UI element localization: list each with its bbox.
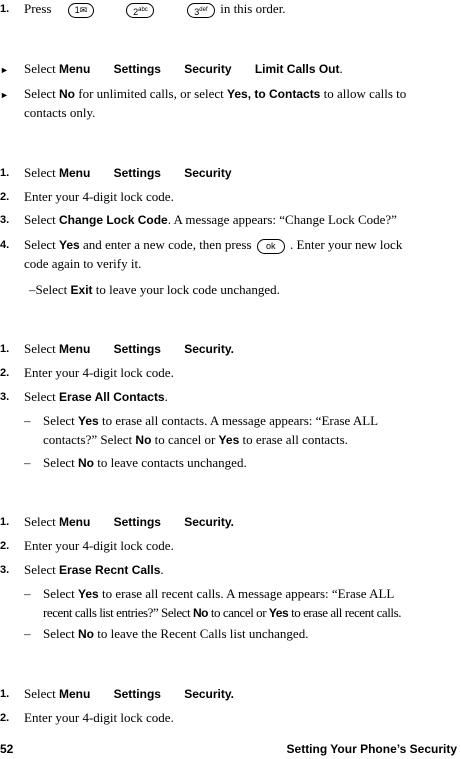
step-number: 1. xyxy=(0,3,10,15)
key-3-icon: 3def xyxy=(186,2,215,18)
key-1-icon: 1✉ xyxy=(67,2,94,18)
ok-key-icon: ok xyxy=(256,238,285,254)
arrow-icon: ► xyxy=(0,65,9,75)
footer-title: Setting Your Phone’s Security xyxy=(286,742,457,756)
arrow-icon: ► xyxy=(0,90,9,100)
page-number: 52 xyxy=(0,742,14,756)
key-2-icon: 2abc xyxy=(126,2,155,18)
